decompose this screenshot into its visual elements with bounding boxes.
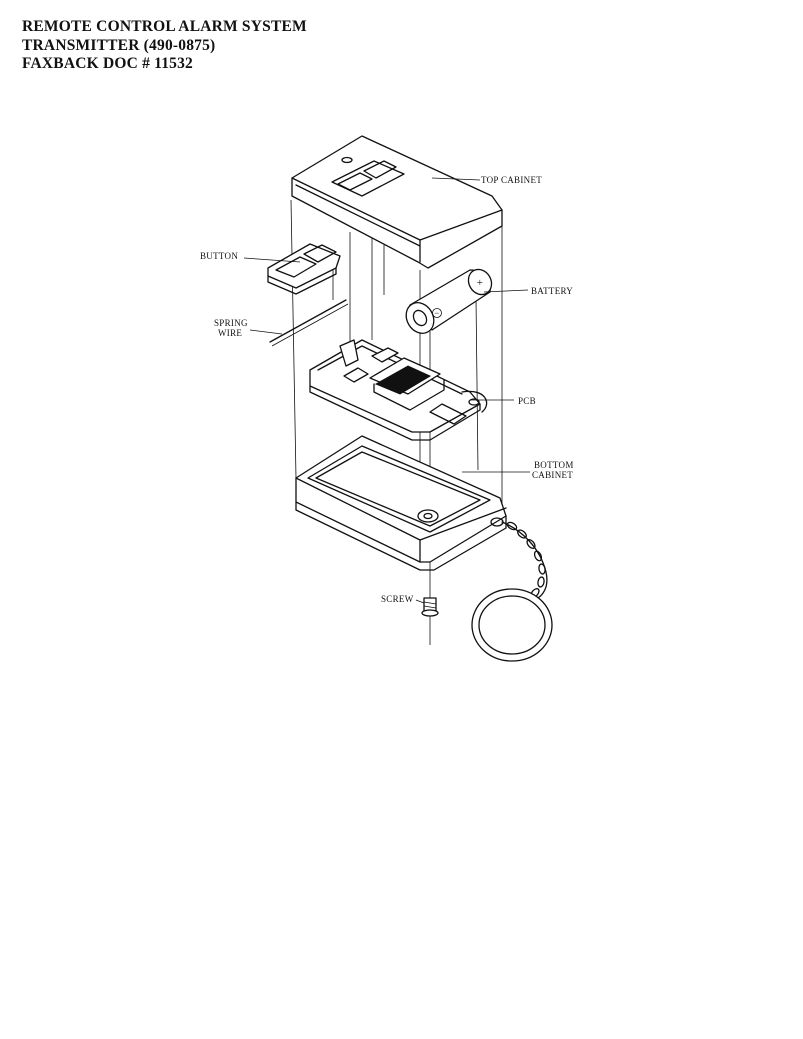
label-battery: BATTERY bbox=[531, 286, 573, 296]
label-wire: WIRE bbox=[218, 328, 242, 338]
label-top-cabinet: TOP CABINET bbox=[481, 175, 542, 185]
label-pcb: PCB bbox=[518, 396, 536, 406]
battery-positive-sign: + bbox=[477, 277, 484, 289]
top-cabinet bbox=[291, 135, 503, 269]
leader-lines bbox=[243, 177, 530, 604]
label-bottom: BOTTOM bbox=[534, 460, 574, 470]
label-cabinet: CABINET bbox=[532, 470, 573, 480]
part-labels: TOP CABINET BUTTON BATTERY SPRING WIRE P… bbox=[200, 175, 574, 604]
battery: − + bbox=[405, 268, 493, 334]
battery-negative-sign: − bbox=[434, 308, 439, 318]
pcb bbox=[309, 339, 488, 441]
document-header: REMOTE CONTROL ALARM SYSTEM TRANSMITTER … bbox=[22, 18, 307, 74]
header-title: REMOTE CONTROL ALARM SYSTEM bbox=[22, 18, 307, 35]
label-screw: SCREW bbox=[381, 594, 414, 604]
screw-part bbox=[421, 597, 439, 617]
spring-wire bbox=[269, 299, 349, 347]
label-button: BUTTON bbox=[200, 251, 238, 261]
header-model: TRANSMITTER (490-0875) bbox=[22, 36, 216, 54]
button-part bbox=[267, 243, 341, 295]
bottom-cabinet bbox=[295, 435, 507, 571]
label-spring: SPRING bbox=[214, 318, 248, 328]
header-doc-number: FAXBACK DOC # 11532 bbox=[22, 55, 194, 72]
key-chain bbox=[471, 521, 553, 662]
